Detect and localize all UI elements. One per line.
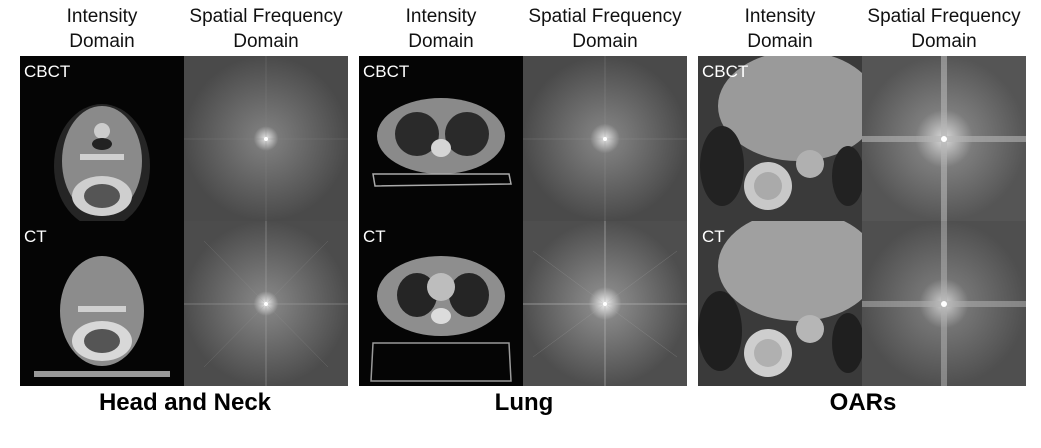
hn-ct-intensity-image: CT [20, 221, 184, 386]
oars-cbct-frequency-image [862, 56, 1026, 221]
intensity-domain-header: Intensity Domain [744, 6, 816, 52]
oars-cbct-intensity-image: CBCT [698, 56, 862, 221]
lung-ct-intensity-image: CT [359, 221, 523, 386]
lung-cbct-intensity-image: CBCT [359, 56, 523, 221]
group-title: Head and Neck [98, 389, 272, 416]
cbct-row-label: CBCT [24, 62, 71, 81]
panel-head-and-neck: Intensity Domain Spatial Frequency Domai… [20, 0, 350, 448]
panel-oars: Intensity Domain Spatial Frequency Domai… [698, 0, 1028, 448]
hn-cbct-intensity-image: CBCT [20, 56, 184, 221]
group-title: OARs [829, 389, 897, 416]
lung-cbct-frequency-image [523, 56, 687, 221]
group-title: Lung [494, 389, 554, 416]
hn-cbct-frequency-image [184, 56, 348, 221]
oars-ct-frequency-image [862, 221, 1026, 386]
hn-ct-frequency-image [184, 221, 348, 386]
frequency-domain-header: Spatial Frequency Domain [867, 6, 1021, 52]
frequency-domain-header: Spatial Frequency Domain [528, 6, 682, 52]
ct-row-label: CT [702, 227, 725, 246]
oars-ct-intensity-image: CT [698, 221, 862, 386]
cbct-row-label: CBCT [702, 62, 749, 81]
cbct-row-label: CBCT [363, 62, 410, 81]
frequency-domain-header: Spatial Frequency Domain [189, 6, 343, 52]
ct-row-label: CT [363, 227, 386, 246]
panel-lung: Intensity Domain Spatial Frequency Domai… [359, 0, 689, 448]
ct-row-label: CT [24, 227, 47, 246]
intensity-domain-header: Intensity Domain [405, 6, 477, 52]
intensity-domain-header: Intensity Domain [66, 6, 138, 52]
lung-ct-frequency-image [523, 221, 687, 386]
